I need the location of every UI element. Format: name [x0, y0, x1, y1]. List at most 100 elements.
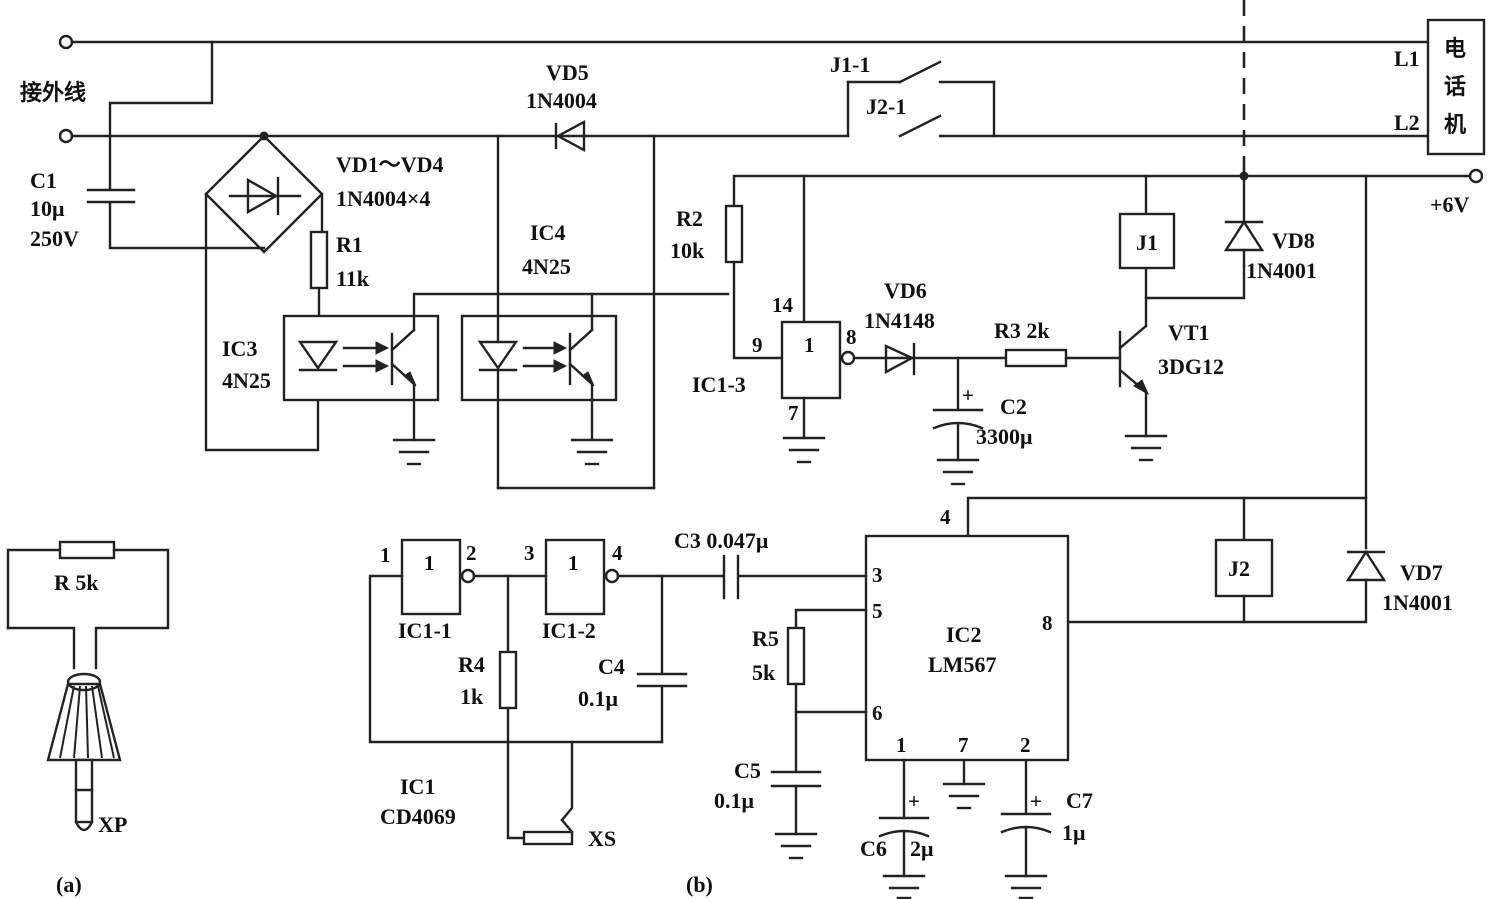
label-c6-val: 2μ [910, 836, 934, 861]
label-j2-1: J2-1 [866, 94, 906, 119]
label-phone-1: 电 [1444, 37, 1466, 62]
gate-label-ic1-1: 1 [424, 551, 435, 575]
label-c7-plus: + [1030, 789, 1042, 813]
label-vd5-name: VD5 [546, 60, 589, 85]
label-c1-val1: 10μ [30, 196, 65, 221]
label-b: (b) [686, 872, 713, 897]
label-vt1-name: VT1 [1168, 320, 1210, 345]
label-l1: L1 [1394, 46, 1420, 71]
label-vd8-name: VD8 [1272, 228, 1315, 253]
label-j1-1: J1-1 [830, 52, 870, 77]
label-c2-plus: + [962, 383, 974, 407]
label-j2: J2 [1228, 556, 1250, 581]
right-supply [966, 174, 1387, 624]
label-c1-val2: 250V [30, 226, 79, 251]
pin-8: 8 [846, 325, 857, 349]
label-a: (a) [56, 872, 82, 897]
label-r5-name: R5 [752, 626, 779, 651]
label-ic1-1: IC1-1 [398, 618, 452, 643]
label-c5-name: C5 [734, 758, 761, 783]
label-r2-val: 10k [670, 238, 705, 263]
label-c1-name: C1 [30, 168, 57, 193]
transistor-vt1 [1118, 268, 1168, 462]
label-ext-line: 接外线 [20, 80, 86, 106]
label-phone-2: 话 [1444, 75, 1466, 100]
label-c4-name: C4 [598, 654, 625, 679]
label-r2-name: R2 [676, 206, 703, 231]
label-c5-val: 0.1μ [714, 788, 755, 813]
vd6-r3-c2 [852, 342, 1122, 486]
label-r1-name: R1 [336, 232, 363, 257]
gate-label-ic1-3: 1 [804, 333, 815, 357]
label-c3: C3 0.047μ [674, 528, 769, 553]
label-ic1-name: IC1 [400, 774, 435, 799]
label-vd6-name: VD6 [884, 278, 927, 303]
pin-ic2-2: 2 [1020, 733, 1031, 757]
relay-j1 [1118, 174, 1246, 300]
label-c2-val: 3300μ [976, 424, 1033, 449]
ic2-lm567 [738, 534, 1070, 899]
label-bridge-val: 1N4004×4 [336, 186, 430, 211]
label-phone-3: 机 [1444, 113, 1466, 138]
optocoupler-ic4 [460, 134, 656, 490]
label-vt1-val: 3DG12 [1158, 354, 1224, 379]
diode-vd5 [554, 119, 586, 153]
label-ic1-3: IC1-3 [692, 372, 746, 397]
label-bridge-name: VD1～VD4 [336, 152, 444, 177]
capacitor-c1 [86, 188, 266, 250]
label-vd5-val: 1N4004 [526, 88, 597, 113]
label-r4-name: R4 [458, 652, 485, 677]
label-j1: J1 [1136, 230, 1158, 255]
gate-ic1-3 [780, 320, 856, 464]
pin-9: 9 [752, 333, 763, 357]
oscillator-ic1 [368, 538, 740, 846]
label-c7-name: C7 [1066, 788, 1093, 813]
pin-ic2-7: 7 [958, 733, 969, 757]
label-ic1-2: IC1-2 [542, 618, 596, 643]
label-c6-name: C6 [860, 836, 887, 861]
pin-ic1-2-in: 3 [524, 541, 535, 565]
pin-ic2-8: 8 [1042, 611, 1053, 635]
label-r3: R3 2k [994, 318, 1050, 343]
gate-label-ic1-2: 1 [568, 551, 579, 575]
pin-ic2-3: 3 [872, 563, 883, 587]
label-r-5k: R 5k [54, 570, 99, 595]
telephone-box [1426, 18, 1486, 156]
label-ic4-name: IC4 [530, 220, 565, 245]
label-ic3-name: IC3 [222, 336, 257, 361]
bridge-rectifier [204, 131, 324, 452]
label-ic1-val: CD4069 [380, 804, 456, 829]
pin-14: 14 [772, 293, 794, 317]
optocoupler-ic3 [282, 292, 730, 466]
label-ic4-val: 4N25 [522, 254, 571, 279]
pin-ic2-4: 4 [940, 505, 951, 529]
label-l2: L2 [1394, 110, 1420, 135]
outside-line-terminals [58, 34, 1430, 190]
pin-ic2-6: 6 [872, 701, 883, 725]
label-c2-name: C2 [1000, 394, 1027, 419]
label-r4-val: 1k [460, 684, 484, 709]
label-plus6v: +6V [1430, 192, 1470, 217]
test-plug [6, 540, 170, 832]
label-c4-val: 0.1μ [578, 686, 619, 711]
pin-ic1-1-out: 2 [466, 541, 477, 565]
label-vd6-val: 1N4148 [864, 308, 935, 333]
pin-ic1-2-out: 4 [612, 541, 623, 565]
relay-contacts [846, 60, 996, 138]
pin-ic1-1-in: 1 [380, 543, 391, 567]
label-c7-val: 1μ [1062, 820, 1086, 845]
resistor-r2 [724, 204, 784, 360]
label-c6-plus: + [908, 789, 920, 813]
label-xp: XP [98, 812, 127, 837]
diode-vd8 [1223, 174, 1265, 268]
pin-ic2-1: 1 [896, 733, 907, 757]
label-r5-val: 5k [752, 660, 776, 685]
six-volt-rail [732, 168, 1484, 324]
label-xs: XS [588, 826, 616, 851]
pin-ic2-5: 5 [872, 599, 883, 623]
label-ic3-val: 4N25 [222, 368, 271, 393]
label-ic2-name: IC2 [946, 622, 981, 647]
label-ic2-val: LM567 [928, 652, 996, 677]
